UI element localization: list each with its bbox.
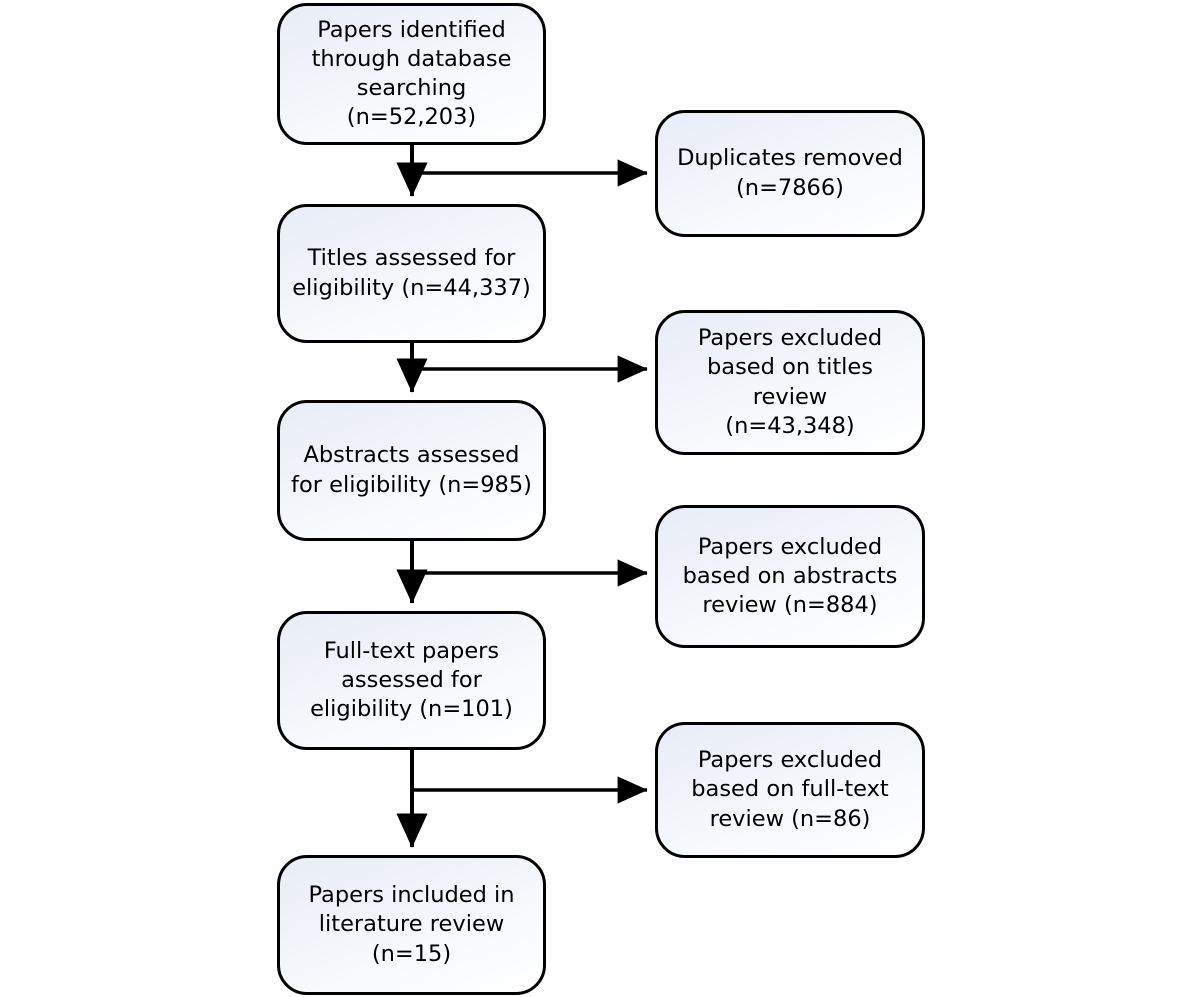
node-abstracts-assessed: Abstracts assessed for eligibility (n=98… bbox=[277, 400, 546, 541]
node-excluded-abstracts-label: Papers excluded based on abstracts revie… bbox=[682, 533, 898, 619]
node-fulltext-assessed: Full-text papers assessed for eligibilit… bbox=[277, 611, 546, 750]
node-excluded-fulltext: Papers excluded based on full-text revie… bbox=[655, 722, 925, 858]
node-excluded-fulltext-label: Papers excluded based on full-text revie… bbox=[691, 747, 889, 832]
node-papers-identified-label: Papers identified through database searc… bbox=[311, 16, 512, 131]
node-duplicates-removed: Duplicates removed (n=7866) bbox=[655, 110, 925, 237]
node-abstracts-assessed-label: Abstracts assessed for eligibility (n=98… bbox=[291, 442, 532, 498]
node-duplicates-removed-label: Duplicates removed (n=7866) bbox=[677, 145, 903, 201]
node-papers-identified: Papers identified through database searc… bbox=[277, 3, 546, 145]
node-excluded-abstracts: Papers excluded based on abstracts revie… bbox=[655, 505, 925, 648]
node-excluded-titles-label: Papers excluded based on titles review (… bbox=[697, 325, 883, 439]
node-papers-included: Papers included in literature review (n=… bbox=[277, 855, 546, 995]
node-papers-included-label: Papers included in literature review (n=… bbox=[308, 882, 515, 967]
node-fulltext-assessed-label: Full-text papers assessed for eligibilit… bbox=[310, 637, 513, 723]
node-titles-assessed-label: Titles assessed for eligibility (n=44,33… bbox=[292, 245, 531, 301]
node-excluded-titles: Papers excluded based on titles review (… bbox=[655, 310, 925, 455]
node-titles-assessed: Titles assessed for eligibility (n=44,33… bbox=[277, 204, 546, 343]
